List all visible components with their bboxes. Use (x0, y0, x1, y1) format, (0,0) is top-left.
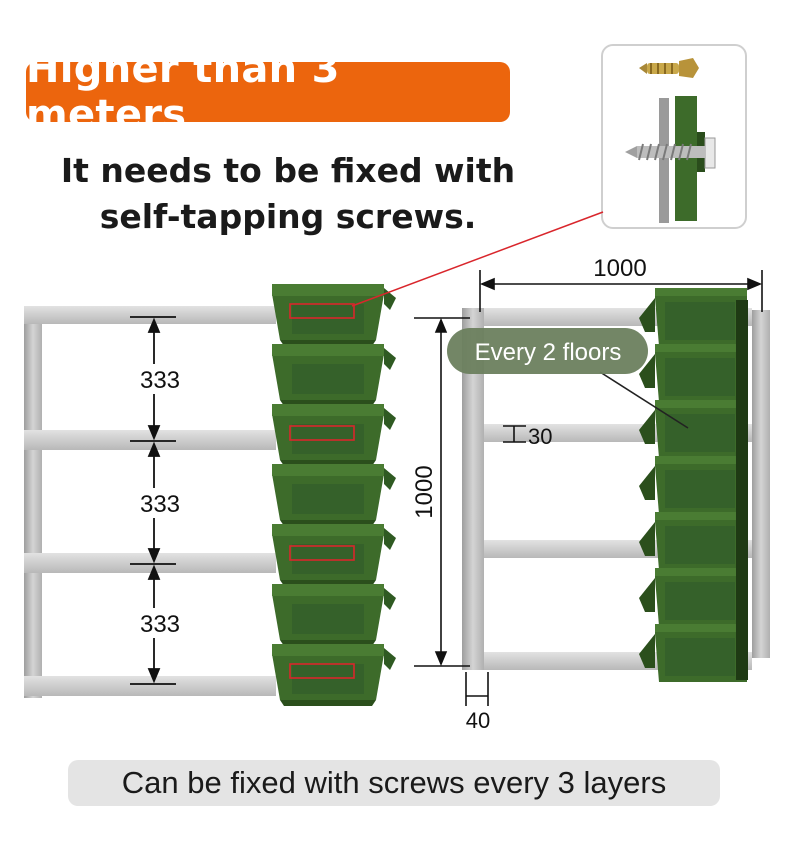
title-banner: Higher than 3 meters (26, 46, 510, 138)
width-label: 1000 (593, 255, 646, 282)
right-planter-stack (639, 288, 748, 682)
right-frame-right-post (752, 310, 770, 658)
screw-highlight-1 (289, 303, 355, 319)
every-2-floors-callout: Every 2 floors (447, 328, 689, 429)
self-tapping-screw-icon (639, 58, 699, 78)
detail-leader-line (351, 211, 604, 307)
left-frame-bar-1 (24, 306, 276, 324)
left-frame-bar-4 (24, 676, 276, 696)
footer-text: Can be fixed with screws every 3 layers (121, 765, 667, 800)
planter-wall (675, 96, 697, 221)
screw-highlight-2 (289, 425, 355, 441)
left-planter-stack (272, 284, 396, 706)
callout-text: Every 2 floors (475, 339, 622, 366)
left-frame-bar-2 (24, 430, 276, 450)
right-dimensions (414, 270, 763, 706)
spacing-label-3: 333 (140, 611, 180, 638)
screw-shank (625, 143, 705, 161)
left-frame-bar-3 (24, 553, 276, 573)
page-title: Higher than 3 meters (26, 46, 340, 138)
subtitle-line-1: It needs to be fixed with (60, 151, 516, 190)
bar-thickness-label: 30 (528, 424, 552, 449)
right-frame-left-post (462, 308, 484, 670)
spacing-label-2: 333 (140, 491, 180, 518)
post-width-label: 40 (466, 708, 490, 733)
spacing-label-1: 333 (140, 367, 180, 394)
screw-highlight-3 (289, 545, 355, 561)
screw-highlight-4 (289, 663, 355, 679)
subtitle: It needs to be fixed with self-tapping s… (20, 148, 556, 240)
left-frame-post (24, 306, 42, 698)
steel-plate (659, 98, 669, 223)
screw-detail-illustration (625, 58, 716, 223)
footer-note: Can be fixed with screws every 3 layers (68, 760, 720, 806)
screw-detail-inset (601, 44, 747, 229)
height-label: 1000 (411, 465, 438, 518)
left-frame (24, 306, 276, 698)
subtitle-line-2: self-tapping screws. (99, 197, 477, 236)
